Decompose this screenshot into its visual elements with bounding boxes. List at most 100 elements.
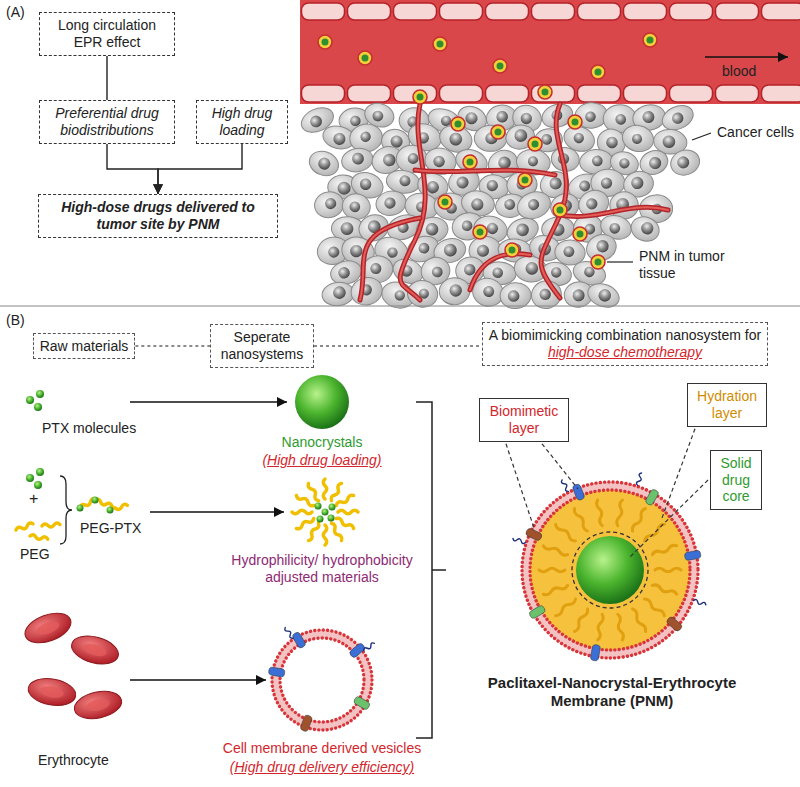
endothelial-cell: [532, 3, 575, 20]
particle-core: [595, 259, 602, 266]
callout-box: Hydration layer: [687, 383, 767, 427]
pnm-particle: [433, 37, 447, 51]
cell-nucleus: [662, 135, 676, 149]
cell-body: [667, 146, 703, 179]
endothelial-cell: [624, 3, 667, 20]
drug-core: [576, 536, 644, 604]
cell-nucleus: [585, 197, 600, 212]
peg-chain: [655, 568, 681, 572]
node-text: High drug loading: [203, 105, 281, 139]
lipid-tails: [526, 486, 694, 654]
cell-nucleus: [351, 152, 365, 166]
panel-letter: (B): [6, 312, 25, 329]
peg-chain: [652, 544, 678, 556]
node-text: A biomimicking combination nanosystem fo…: [489, 327, 761, 344]
cell-nucleus: [507, 290, 519, 302]
pnm-particle: [358, 51, 372, 65]
peg-chain: [330, 483, 343, 502]
erythrocytes: [21, 608, 124, 723]
cell-nucleus: [597, 287, 613, 303]
endothelial-cell: [486, 3, 529, 20]
node-text: Biomimetic layer: [486, 403, 562, 437]
cell-nucleus: [393, 289, 406, 302]
callout-box: Solid drug core: [710, 450, 762, 510]
capillary-lumen: [541, 104, 566, 298]
pnm-particle: [528, 137, 542, 151]
particle-core: [495, 129, 502, 136]
cancer-cell: [474, 125, 507, 151]
system-label: Nanocrystals: [282, 434, 363, 451]
particle-shell: [491, 125, 505, 139]
cell-nucleus: [538, 287, 552, 301]
cell-nucleus: [527, 156, 538, 167]
node-text: Solid drug core: [717, 455, 755, 505]
glycan-chain: [363, 642, 376, 652]
nanocrystal: [295, 375, 349, 429]
endothelial-cell: [716, 85, 759, 102]
cell-dimple: [35, 619, 61, 638]
cell-nucleus: [592, 155, 603, 166]
callout-box: Biomimetic layer: [479, 398, 569, 442]
leader-line: [662, 429, 695, 518]
connector: [314, 345, 482, 346]
pnm-particle: [413, 90, 427, 104]
peg-chain: [573, 508, 589, 532]
particle-shell: [518, 173, 532, 187]
lipid-heads: [522, 482, 698, 658]
particle-core: [417, 94, 424, 101]
vessel-lumen: [300, 0, 800, 104]
peg-chain: [338, 510, 358, 514]
particle-shell: [413, 90, 427, 104]
ptx-molecule: [77, 505, 84, 512]
membrane-protein: [572, 483, 585, 501]
erythrocyte-cell: [72, 687, 124, 722]
leader-line: [607, 261, 633, 262]
cell-body: [450, 210, 487, 243]
cell-body: [438, 277, 470, 306]
particle-core: [572, 119, 579, 126]
cell-nucleus: [676, 155, 691, 170]
peg-chain: [42, 523, 60, 528]
ptx-molecule: [317, 516, 324, 523]
ptx-molecule: [36, 468, 44, 476]
lipid-heads: [530, 490, 690, 650]
cancer-cell: [450, 210, 487, 243]
cell-body: [619, 122, 656, 155]
cell-body: [514, 187, 555, 223]
membrane-protein: [684, 550, 701, 561]
endothelial-cell: [348, 3, 391, 20]
capillaries: [360, 104, 668, 300]
endothelial-cell: [624, 85, 667, 102]
leader-line: [629, 480, 708, 558]
ptx-molecule: [26, 396, 34, 404]
endothelial-cell: [440, 85, 483, 102]
peg-chain: [631, 608, 647, 632]
endothelial-cell: [578, 3, 621, 20]
endothelial-cell: [670, 3, 713, 20]
pnm-particle: [451, 117, 465, 131]
membrane-protein: [525, 527, 543, 541]
cell-nucleus: [504, 198, 516, 210]
capillary: [541, 104, 566, 298]
endothelial-cell: [762, 3, 800, 20]
cell-dimple: [85, 697, 111, 713]
glycan-chain: [693, 599, 706, 607]
bracket: [416, 402, 446, 738]
cell-disc: [72, 687, 124, 722]
cell-body: [658, 101, 697, 135]
node-text: Raw materials: [40, 338, 129, 355]
cell-nucleus: [417, 241, 431, 255]
cell-nucleus: [371, 109, 385, 123]
pnm-particle: [463, 155, 477, 169]
stage-box: Raw materials: [33, 333, 136, 360]
cell-nucleus: [370, 262, 382, 274]
cell-nucleus: [316, 156, 332, 172]
membrane-protein: [528, 605, 546, 620]
node-subtext: high-dose chemotherapy: [489, 344, 761, 361]
particle-shell: [591, 65, 605, 79]
feature-note: (High drug delivery efficiency): [230, 759, 414, 776]
endothelial-cell: [578, 85, 621, 102]
cell-nucleus: [578, 179, 592, 193]
particle-shell: [463, 155, 477, 169]
particle-shell: [318, 35, 332, 49]
